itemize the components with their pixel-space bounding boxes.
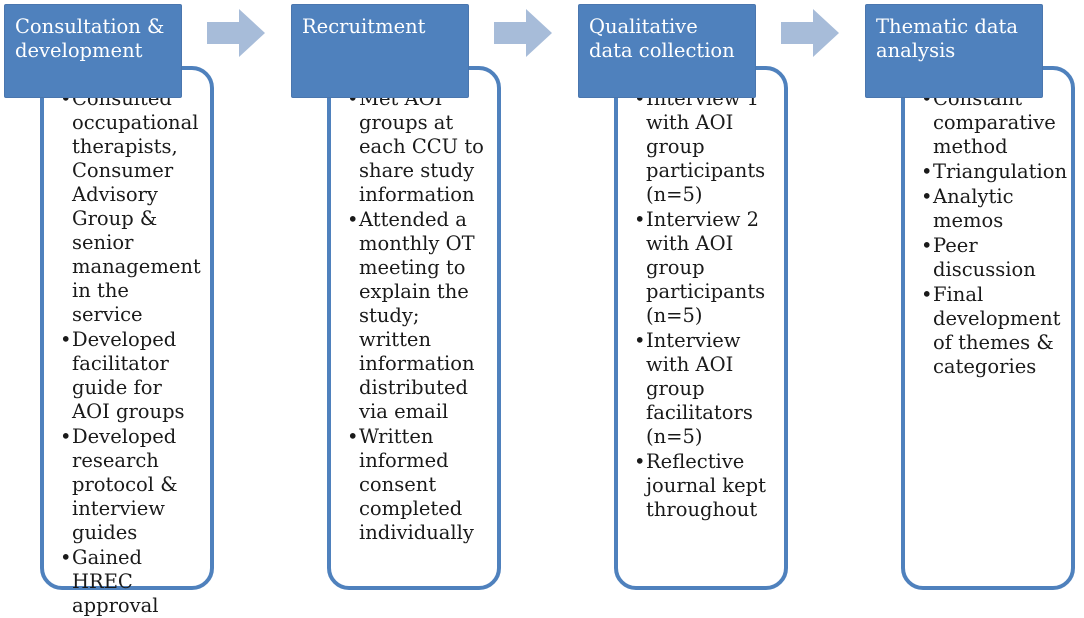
list-item: Attended a monthly OT meeting to explain… [347,208,489,424]
stage-data-collection-list: Interview 1 with AOI group participants … [618,70,784,522]
list-item: Triangulation [921,160,1067,184]
stage-analysis-list: Constant comparative method Triangulatio… [905,70,1071,379]
stage-consultation-box: Consulted occupational therapists, Consu… [40,66,214,617]
list-item: Interview 2 with AOI group participants … [634,208,776,328]
list-item: Analytic memos [921,185,1063,233]
right-arrow-icon [781,9,839,57]
list-item: Met AOI groups at each CCU to share stud… [347,87,489,207]
stage-recruitment-box: Met AOI groups at each CCU to share stud… [327,66,501,590]
list-item: Reflective journal kept throughout [634,450,776,522]
stage-recruitment-title: Recruitment [291,4,469,98]
stage-consultation-title: Consultation & development [4,4,182,98]
stage-consultation: Consulted occupational therapists, Consu… [4,0,290,617]
stage-data-collection-title: Qualitative data collection [578,4,756,98]
stage-analysis: Constant comparative method Triangulatio… [865,0,1084,596]
stage-recruitment: Met AOI groups at each CCU to share stud… [291,0,577,596]
list-item: Written informed consent completed indiv… [347,425,489,545]
list-item: Interview with AOI group facilitators (n… [634,329,776,449]
right-arrow-icon [494,9,552,57]
list-item: Final development of themes & categories [921,283,1063,379]
stage-consultation-list: Consulted occupational therapists, Consu… [44,70,210,618]
stage-recruitment-list: Met AOI groups at each CCU to share stud… [331,70,497,545]
stage-analysis-title: Thematic data analysis [865,4,1043,98]
stage-analysis-box: Constant comparative method Triangulatio… [901,66,1075,590]
list-item: Gained HREC approval [60,546,202,618]
list-item: Peer discussion [921,234,1063,282]
right-arrow-icon [207,9,265,57]
stage-data-collection-box: Interview 1 with AOI group participants … [614,66,788,590]
list-item: Interview 1 with AOI group participants … [634,87,776,207]
list-item: Developed facilitator guide for AOI grou… [60,328,202,424]
stage-data-collection: Interview 1 with AOI group participants … [578,0,864,596]
list-item: Developed research protocol & interview … [60,425,202,545]
list-item: Consulted occupational therapists, Consu… [60,87,202,327]
